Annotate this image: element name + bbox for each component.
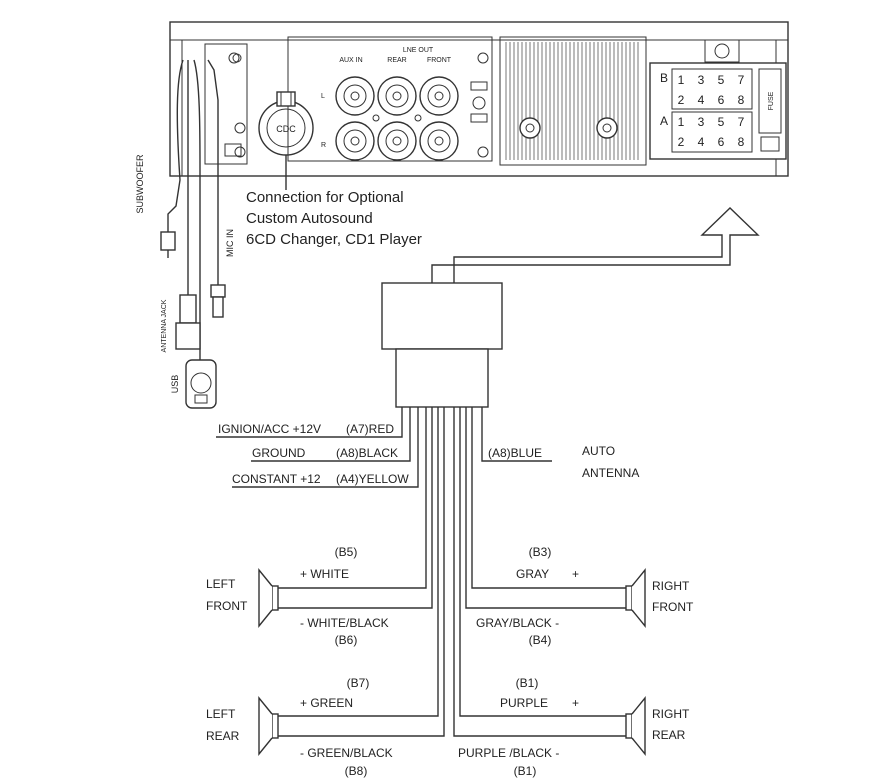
left-rear-line2: REAR — [206, 729, 240, 743]
left-front-neg-label: - WHITE/BLACK — [300, 616, 389, 630]
fuse-label: FUSE — [768, 91, 775, 110]
right-front-pos-wire — [471, 407, 626, 589]
mic-in-label: MIC IN — [225, 229, 235, 257]
channel-r-label: R — [321, 142, 326, 149]
pin-a-4: 4 — [698, 135, 705, 149]
cdc-note-line3: 6CD Changer, CD1 Player — [246, 231, 422, 248]
right-front-pos-label: GRAY — [516, 567, 549, 581]
subwoofer-plug — [160, 231, 176, 258]
pin-b-4: 4 — [698, 93, 705, 107]
right-front-neg-code: (B4) — [529, 633, 552, 647]
usb-label: USB — [170, 375, 180, 394]
iso-connector — [649, 39, 787, 160]
antenna-jack-plug — [175, 294, 201, 350]
ground-wire — [251, 407, 411, 462]
left-rear-speaker — [258, 696, 279, 756]
rear-out-label: REAR — [387, 57, 406, 64]
pin-b-3: 3 — [698, 73, 705, 87]
constant-wire — [232, 407, 419, 488]
right-rear-pos-label: PURPLE — [500, 696, 548, 710]
right-front-line2: FRONT — [652, 600, 694, 614]
pin-a-7: 7 — [738, 115, 745, 129]
left-rear-neg-code: (B8) — [345, 764, 368, 778]
pin-a-5: 5 — [718, 115, 725, 129]
subwoofer-label: SUBWOOFER — [135, 154, 145, 214]
ignition-wire — [216, 407, 403, 438]
right-front-neg-label: GRAY/BLACK - — [476, 616, 559, 630]
ground-label: GROUND — [252, 446, 306, 460]
constant-label: CONSTANT +12 — [232, 472, 321, 486]
antenna-wire — [481, 407, 552, 462]
ignition-code: (A7)RED — [346, 422, 394, 436]
antenna-label: ANTENNA — [582, 466, 639, 480]
line-out-label: LNE OUT — [403, 47, 434, 54]
pin-b-8: 8 — [738, 93, 745, 107]
left-rear-pos-code: (B7) — [347, 676, 370, 690]
left-front-pos-label: + WHITE — [300, 567, 349, 581]
right-rear-neg-wire — [453, 407, 626, 737]
right-rear-neg-label: PURPLE /BLACK - — [458, 746, 559, 760]
cdc-note-line1: Connection for Optional — [246, 189, 404, 206]
antenna-jack-label: ANTENNA JACK — [161, 299, 168, 352]
pin-b-1: 1 — [678, 73, 685, 87]
pigtail-cables — [167, 59, 219, 360]
rca-jacks — [335, 76, 488, 161]
wire-bundle — [216, 407, 626, 737]
pin-a-3: 3 — [698, 115, 705, 129]
left-front-neg-wire — [278, 407, 433, 609]
pin-b-6: 6 — [718, 93, 725, 107]
right-rear-line2: REAR — [652, 728, 686, 742]
heatsink — [499, 36, 647, 166]
left-front-pos-wire — [278, 407, 427, 589]
harness-to-head-unit-arrow — [431, 207, 760, 283]
auto-label: AUTO — [582, 444, 615, 458]
ignition-label: IGNION/ACC +12V — [218, 422, 321, 436]
left-rear-line1: LEFT — [206, 707, 236, 721]
left-front-neg-code: (B6) — [335, 633, 358, 647]
left-rear-pos-wire — [278, 407, 439, 717]
right-rear-speaker — [625, 696, 646, 756]
left-front-line1: LEFT — [206, 577, 236, 591]
pin-b-7: 7 — [738, 73, 745, 87]
left-front-speaker — [258, 568, 279, 628]
left-front-pos-code: (B5) — [335, 545, 358, 559]
connector-a-label: A — [660, 114, 668, 128]
antenna-wire-code: (A8)BLUE — [488, 446, 542, 460]
mic-in-plug — [210, 284, 226, 318]
left-rear-neg-label: - GREEN/BLACK — [300, 746, 393, 760]
right-rear-pos-sign: + — [572, 696, 579, 710]
usb-connector — [185, 359, 217, 409]
connector-b-label: B — [660, 71, 668, 85]
pin-a-1: 1 — [678, 115, 685, 129]
right-front-speaker — [625, 568, 646, 628]
constant-code: (A4)YELLOW — [336, 472, 409, 486]
left-rear-pos-label: + GREEN — [300, 696, 353, 710]
pin-a-6: 6 — [718, 135, 725, 149]
right-front-neg-wire — [465, 407, 626, 609]
right-front-pos-sign: + — [572, 567, 579, 581]
right-front-line1: RIGHT — [652, 579, 690, 593]
harness-connector — [381, 282, 503, 408]
pin-b-5: 5 — [718, 73, 725, 87]
channel-l-label: L — [321, 93, 325, 100]
cdc-note-line2: Custom Autosound — [246, 210, 373, 227]
ground-code: (A8)BLACK — [336, 446, 398, 460]
pin-a-2: 2 — [678, 135, 685, 149]
pin-a-8: 8 — [738, 135, 745, 149]
right-rear-pos-wire — [459, 407, 626, 717]
pin-b-2: 2 — [678, 93, 685, 107]
right-rear-line1: RIGHT — [652, 707, 690, 721]
right-front-pos-code: (B3) — [529, 545, 552, 559]
left-rear-neg-wire — [278, 407, 445, 737]
left-front-line2: FRONT — [206, 599, 248, 613]
aux-in-label: AUX IN — [339, 57, 362, 64]
right-rear-neg-code: (B1) — [514, 764, 537, 778]
cdc-label: CDC — [276, 124, 296, 134]
pin-labels: 1 3 5 7 2 4 6 8 1 3 5 7 2 4 6 8 — [678, 73, 745, 149]
right-rear-pos-code: (B1) — [516, 676, 539, 690]
front-out-label: FRONT — [427, 57, 452, 64]
